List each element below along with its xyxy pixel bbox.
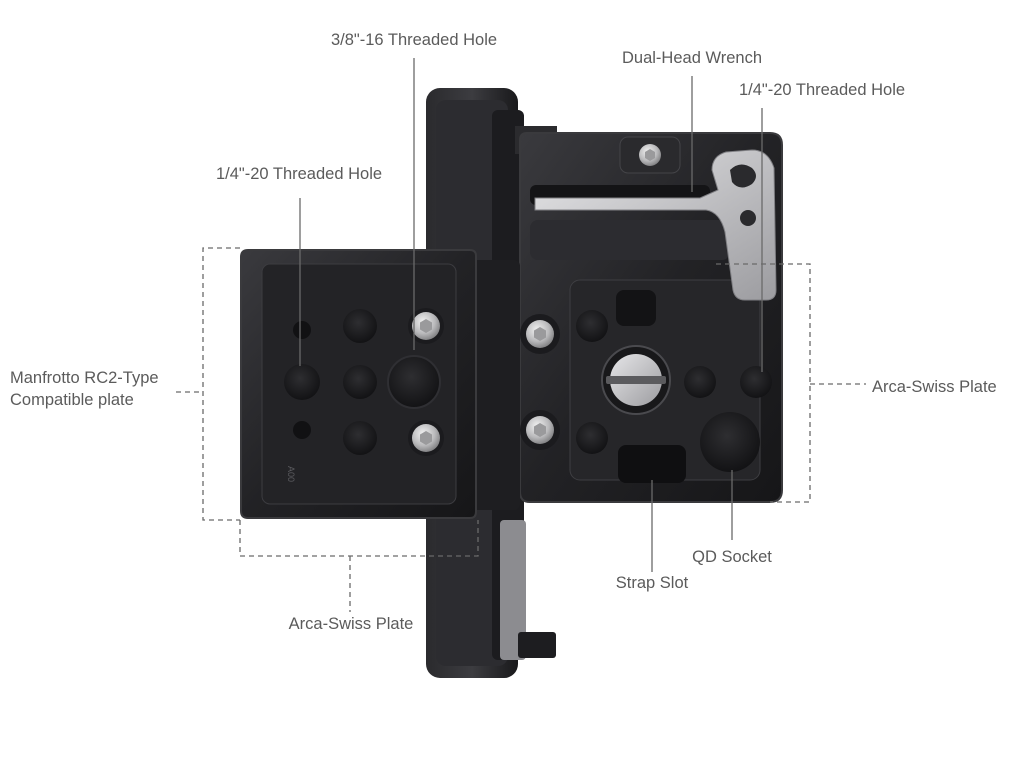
label-threaded-hole-1-4-left: 1/4"-20 Threaded Hole: [215, 165, 383, 183]
plate-engraving: A00: [286, 466, 296, 482]
dual-head-wrench: [534, 149, 777, 301]
label-qd-socket: QD Socket: [692, 548, 772, 566]
leader-lines: [176, 58, 866, 612]
strap-slot-icon: [618, 445, 686, 483]
label-arca-swiss-right: Arca-Swiss Plate: [872, 378, 997, 396]
label-manfrotto-line2: Compatible plate: [10, 391, 134, 409]
label-arca-swiss-bottom: Arca-Swiss Plate: [288, 615, 414, 633]
label-dual-head-wrench: Dual-Head Wrench: [621, 49, 763, 67]
label-manfrotto-line1: Manfrotto RC2-Type: [10, 369, 159, 387]
label-threaded-hole-3-8: 3/8"-16 Threaded Hole: [330, 31, 498, 49]
cage-plate-right: [515, 126, 783, 503]
label-strap-slot: Strap Slot: [615, 574, 689, 592]
qd-socket-icon: [700, 412, 760, 472]
manfrotto-plate: A00: [240, 249, 520, 519]
label-threaded-hole-1-4-right: 1/4"-20 Threaded Hole: [738, 81, 906, 99]
